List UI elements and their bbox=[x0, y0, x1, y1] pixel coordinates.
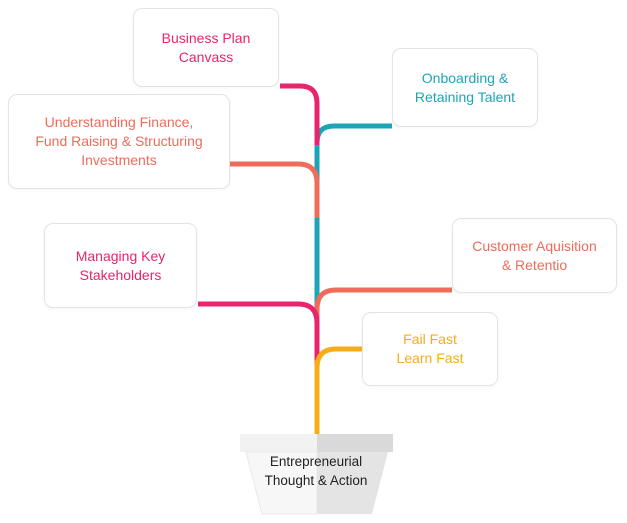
pot bbox=[240, 434, 393, 515]
card-stakeholders-line-1: Managing Key bbox=[75, 247, 166, 264]
card-finance-line-2: Fund Raising & Structuring bbox=[35, 133, 203, 149]
pot-label: Entrepreneurial Thought & Action bbox=[248, 452, 384, 490]
branch-line-fail-fast bbox=[314, 346, 362, 434]
card-fail-fast-line-1: Fail Fast bbox=[403, 331, 457, 347]
card-customer-line-1: Customer Aquisition bbox=[472, 237, 597, 254]
pot-label-line-2: Thought & Action bbox=[264, 473, 368, 488]
card-onboarding: Onboarding & Retaining Talent bbox=[392, 48, 538, 127]
branch-line-business-plan bbox=[280, 83, 320, 145]
card-stakeholders-line-2: Stakeholders bbox=[79, 266, 162, 283]
card-finance-line-3: Investments bbox=[81, 152, 157, 168]
card-onboarding-line-1: Onboarding & bbox=[421, 69, 509, 86]
card-onboarding-line-2: Retaining Talent bbox=[414, 88, 516, 105]
card-business-plan-line-1: Business Plan bbox=[161, 29, 251, 46]
card-finance-line-1: Understanding Finance, bbox=[44, 114, 194, 130]
card-stakeholders: Managing Key Stakeholders bbox=[44, 223, 197, 308]
branch-line-onboarding bbox=[314, 123, 392, 434]
pot-body-right bbox=[317, 452, 388, 514]
pot-rim-right bbox=[317, 434, 393, 452]
card-customer-line-2: & Retentio bbox=[501, 256, 568, 273]
branch-line-customer bbox=[314, 287, 452, 434]
card-customer: Customer Aquisition & Retentio bbox=[452, 218, 617, 293]
branch-line-stakeholders bbox=[198, 301, 320, 360]
card-fail-fast-line-2: Learn Fast bbox=[396, 350, 464, 366]
branch-line-finance bbox=[230, 161, 320, 218]
card-finance: Understanding Finance, Fund Raising & St… bbox=[8, 94, 230, 189]
card-business-plan-line-2: Canvass bbox=[178, 48, 234, 65]
pot-label-line-1: Entrepreneurial bbox=[269, 454, 363, 469]
card-business-plan: Business Plan Canvass bbox=[133, 8, 279, 87]
pot-rim-left bbox=[240, 434, 317, 452]
card-fail-fast: Fail Fast Learn Fast bbox=[362, 312, 498, 386]
